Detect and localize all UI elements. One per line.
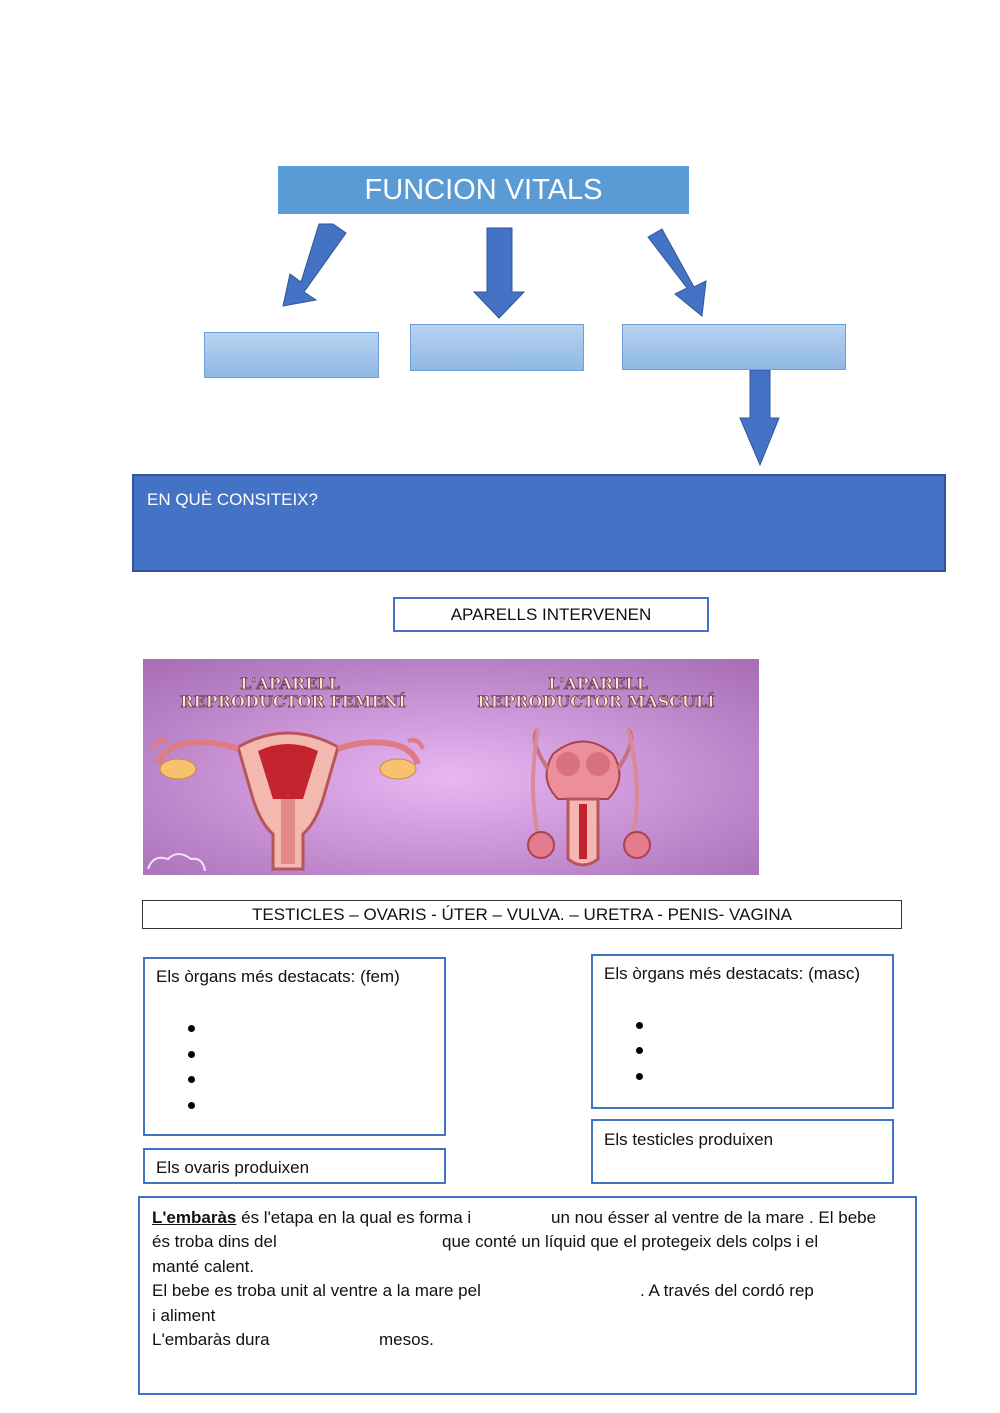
female-organs-heading: Els òrgans més destacats: (fem) (156, 967, 400, 986)
female-title-line2: REPRODUCTOR FEMENÍ (180, 691, 406, 711)
bullet-icon (188, 1025, 195, 1032)
pregnancy-line-5: i aliment (152, 1306, 216, 1325)
pregnancy-line-1: L'embaràs és l'etapa en la qual es forma… (152, 1208, 472, 1227)
word-bank: TESTICLES – OVARIS - ÚTER – VULVA. – URE… (142, 900, 902, 929)
arrow-middle-icon (472, 227, 526, 319)
pregnancy-box[interactable]: L'embaràs és l'etapa en la qual es forma… (138, 1196, 917, 1395)
question-label: EN QUÈ CONSITEIX? (147, 490, 318, 509)
bullet-icon (636, 1022, 643, 1029)
female-organs-box[interactable]: Els òrgans més destacats: (fem) (143, 957, 446, 1136)
answer-box-1[interactable] (204, 332, 379, 378)
male-organs-box[interactable]: Els òrgans més destacats: (masc) (591, 954, 894, 1109)
pregnancy-term: L'embaràs (152, 1208, 237, 1227)
bullet-icon (636, 1073, 643, 1080)
uterus-drawing (151, 731, 425, 871)
female-title-line1: L'APARELL (240, 674, 340, 693)
male-title-line2: REPRODUCTOR MASCULÍ (477, 691, 714, 711)
pregnancy-line-6b: mesos. (379, 1330, 434, 1349)
reproductive-systems-image: L'APARELL REPRODUCTOR FEMENÍ L'APARELL R… (143, 659, 759, 875)
testicles-text: Els testicles produixen (604, 1130, 774, 1149)
pregnancy-line-4a: El bebe es troba unit al ventre a la mar… (152, 1281, 481, 1300)
arrows-diagram (282, 223, 780, 467)
bullet-icon (188, 1076, 195, 1083)
male-organ-drawing (527, 727, 651, 867)
bullet-icon (188, 1051, 195, 1058)
bullet-icon (188, 1102, 195, 1109)
pregnancy-line-6a: L'embaràs dura (152, 1330, 270, 1349)
apparatus-label: APARELLS INTERVENEN (393, 597, 709, 632)
page-title: FUNCION VITALS (278, 166, 689, 214)
bullet-icon (636, 1047, 643, 1054)
pregnancy-line-3: manté calent. (152, 1257, 255, 1276)
ovaries-text: Els ovaris produixen (156, 1158, 310, 1177)
testicles-box[interactable]: Els testicles produixen (591, 1119, 894, 1184)
pregnancy-line-1b: un nou ésser al ventre de la mare . El b… (551, 1208, 877, 1227)
ovaries-box[interactable]: Els ovaris produixen (143, 1148, 446, 1184)
question-panel[interactable]: EN QUÈ CONSITEIX? (132, 474, 946, 572)
male-organs-heading: Els òrgans més destacats: (masc) (604, 964, 861, 983)
answer-box-3[interactable] (622, 324, 846, 370)
pregnancy-line-2a: és troba dins del (152, 1232, 277, 1251)
pregnancy-line-4b: . A través del cordó rep (640, 1281, 814, 1300)
male-title-line1: L'APARELL (548, 674, 648, 693)
pregnancy-line-2b: que conté un líquid que el protegeix del… (442, 1232, 819, 1251)
arrow-down-icon (739, 369, 780, 467)
arrow-left-icon (282, 223, 347, 307)
arrow-right-icon (647, 228, 707, 317)
answer-box-2[interactable] (410, 324, 584, 371)
